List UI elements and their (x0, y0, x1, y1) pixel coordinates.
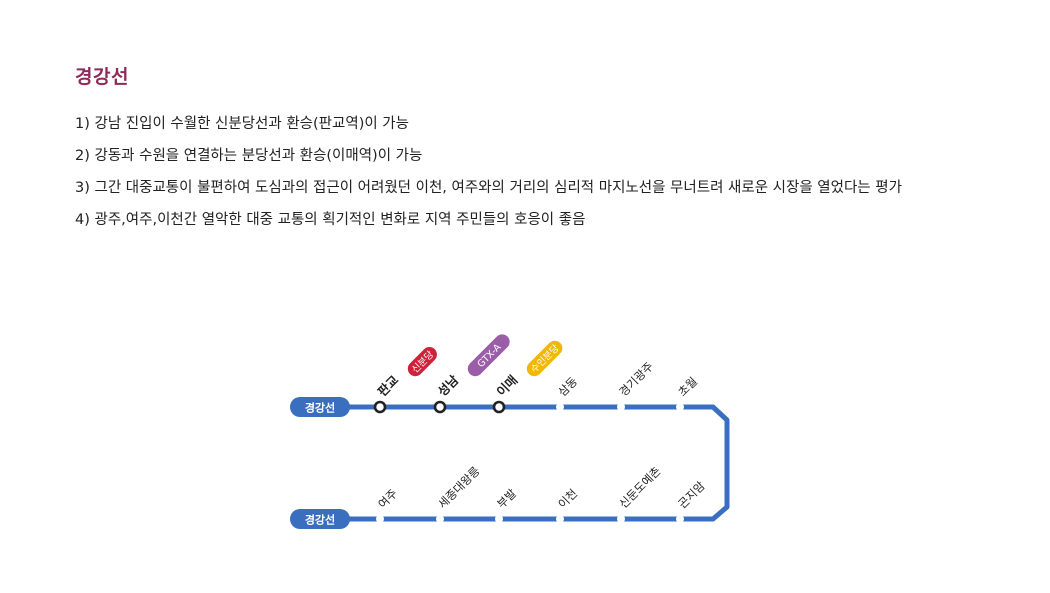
note-item: 1) 강남 진입이 수월한 신분당선과 환승(판교역)이 가능 (75, 116, 409, 132)
transfer-station-marker (373, 400, 387, 414)
transfer-tag-bg (407, 347, 437, 377)
station-marker (495, 515, 503, 523)
station-label: 판교 (375, 372, 402, 399)
station-marker (676, 515, 684, 523)
station-marker (436, 515, 444, 523)
station-marker (617, 403, 625, 411)
notes-list: 1) 강남 진입이 수월한 신분당선과 환승(판교역)이 가능 2) 강동과 수… (75, 108, 1035, 236)
transfer-tag: 수인분당 (526, 340, 563, 377)
station-marker (617, 515, 625, 523)
line-badge-top-label: 경강선 (305, 401, 335, 415)
line-badge-bottom-label: 경강선 (305, 513, 335, 527)
station-marker (676, 403, 684, 411)
station-label: 초월 (675, 374, 700, 399)
page-title: 경강선 (75, 66, 129, 88)
station-label: 삼동 (555, 374, 580, 399)
line-badge-bottom-bg (290, 509, 350, 529)
station-label: 경기광주 (616, 359, 656, 399)
line-track (342, 404, 730, 522)
line-badge-top: 경강선 (290, 397, 350, 417)
bottom-station: 곤지암 (675, 478, 708, 523)
line-badge-bottom: 경강선 (290, 509, 350, 529)
line-badge-top-bg (290, 397, 350, 417)
transfer-tag-bg (467, 334, 510, 377)
station-marker (556, 515, 564, 523)
note-item: 2) 강동과 수원을 연결하는 분당선과 환승(이매역)이 가능 (75, 148, 423, 164)
station-marker (376, 515, 384, 523)
station-label: 성남 (435, 372, 462, 399)
station-label: 여주 (375, 486, 400, 511)
station-label: 신둔도예촌 (616, 464, 663, 511)
bottom-station: 신둔도예촌 (616, 464, 664, 523)
transfer-station-marker (492, 400, 506, 414)
station-marker (556, 403, 564, 411)
transfer-tag: 신분당 (407, 347, 437, 377)
station-label: 곤지암 (675, 478, 708, 511)
note-item: 3) 그간 대중교통이 불편하여 도심과의 접근이 어려웠던 이천, 여주와의 … (75, 180, 902, 196)
station-label: 이매 (494, 372, 521, 399)
transfer-tag-bg (526, 340, 563, 377)
station-label: 세종대왕릉 (435, 464, 482, 511)
transfer-station-marker (433, 400, 447, 414)
station-label: 이천 (555, 486, 580, 511)
note-item: 4) 광주,여주,이천간 열악한 대중 교통의 획기적인 변화로 지역 주민들의… (75, 212, 586, 228)
bottom-station: 세종대왕릉 (435, 464, 483, 523)
station-label: 부발 (494, 486, 519, 511)
top-station: 경기광주 (616, 359, 656, 411)
transfer-tag: GTX-A (467, 334, 510, 377)
